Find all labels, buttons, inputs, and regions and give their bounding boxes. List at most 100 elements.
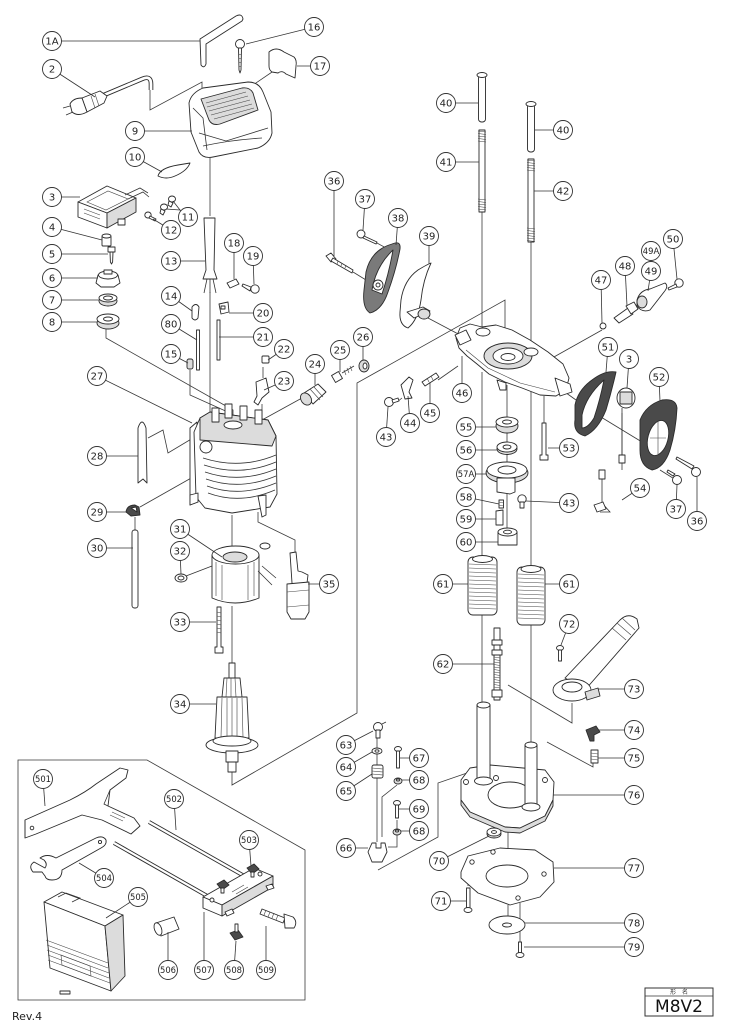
part-3-switch	[77, 185, 150, 229]
callout-label: 7	[49, 296, 55, 307]
callout-circle	[87, 538, 107, 558]
callout-label: 57A	[458, 469, 475, 479]
callout-label: 63	[340, 741, 353, 752]
assembly-lines	[105, 69, 677, 942]
callout-circle	[431, 891, 451, 911]
part-53-screw	[539, 422, 549, 461]
callout-67: 67	[400, 748, 429, 768]
callout-10: 10	[125, 147, 163, 173]
callout-label: 18	[228, 239, 241, 250]
part-29-clip	[125, 504, 141, 517]
callout-505: 505	[105, 887, 148, 919]
callout-circle	[170, 694, 190, 714]
callout-60: 60	[456, 532, 498, 552]
callout-label: 56	[460, 446, 473, 457]
callout-circle	[456, 509, 476, 529]
part-508-wing-screw	[229, 923, 244, 941]
callout-57a: 57A	[456, 464, 487, 484]
callout-label: 77	[628, 864, 641, 875]
part-60-nut	[497, 527, 518, 546]
part-15-set-screw	[186, 358, 194, 370]
part-30-rod	[131, 529, 139, 609]
callout-circle	[161, 314, 181, 334]
callout-33: 33	[170, 612, 216, 632]
part-506-collet	[153, 916, 180, 937]
part-43-screw-right	[517, 494, 527, 509]
part-31-stator	[185, 542, 277, 604]
callout-26: 26	[353, 327, 373, 360]
part-11-screws	[159, 195, 176, 216]
callout-circle	[436, 93, 456, 113]
callout-circle	[42, 312, 62, 332]
callout-circle	[125, 121, 145, 141]
callout-36: 36	[324, 171, 344, 256]
part-80-pin	[196, 329, 200, 371]
part-52-side-cover	[639, 399, 678, 471]
callout-circle	[353, 327, 373, 347]
callout-label: 508	[226, 965, 242, 975]
callout-11: 11	[165, 200, 198, 227]
callout-label: 55	[460, 423, 473, 434]
part-55-ball-bearing	[495, 416, 519, 434]
part-36-bolt-right	[675, 456, 701, 477]
part-22-screw	[261, 355, 270, 364]
callout-17: 17	[297, 56, 330, 76]
callout-3: 3	[42, 187, 80, 207]
callout-label: 26	[357, 333, 370, 344]
callout-27: 27	[87, 366, 193, 424]
callout-circle	[624, 748, 644, 768]
callout-54: 54	[621, 478, 650, 501]
callout-label: 31	[174, 525, 187, 536]
callout-44: 44	[400, 395, 420, 433]
callout-circle	[433, 574, 453, 594]
part-10-grip	[157, 162, 191, 179]
callout-circle	[94, 868, 114, 888]
callout-label: 49A	[643, 246, 660, 256]
callout-label: 8	[49, 318, 55, 329]
callout-circle	[409, 748, 429, 768]
callout-label: 33	[174, 618, 187, 629]
title-block: 形 名 M8V2	[644, 987, 714, 1017]
callout-circle	[630, 478, 650, 498]
callout-circle	[559, 493, 579, 513]
part-57a-bearing-holder	[485, 461, 529, 495]
callout-label: 48	[619, 262, 632, 273]
callout-45: 45	[420, 382, 440, 423]
callout-circle	[433, 654, 453, 674]
part-76-base	[460, 701, 555, 834]
callout-label: 80	[165, 320, 178, 331]
callout-label: 16	[308, 23, 321, 34]
callout-label: 24	[309, 360, 322, 371]
callout-65: 65	[336, 773, 373, 801]
callout-label: 52	[653, 373, 666, 384]
callout-68: 68	[401, 821, 429, 841]
part-2-power-cord	[62, 75, 154, 116]
callout-circle	[305, 354, 325, 374]
callout-circle	[419, 226, 439, 246]
callout-label: 20	[257, 309, 270, 320]
part-63-screw	[373, 721, 387, 739]
callout-label: 61	[437, 580, 450, 591]
part-61-dust-cover-right	[516, 565, 546, 626]
callout-64: 64	[336, 751, 373, 777]
callout-circle	[687, 511, 707, 531]
part-66-castle-nut	[367, 842, 388, 863]
callout-circle	[559, 614, 579, 634]
part-38-knob	[363, 242, 401, 314]
callout-label: 75	[628, 754, 641, 765]
part-27-motor-housing	[189, 403, 278, 518]
callout-circle	[170, 612, 190, 632]
callout-28: 28	[87, 446, 138, 466]
callout-label: 12	[165, 226, 178, 237]
callout-label: 67	[413, 754, 426, 765]
callout-circle	[624, 679, 644, 699]
callout-circle	[409, 799, 429, 819]
callout-5: 5	[42, 244, 108, 264]
callout-41: 41	[436, 152, 479, 172]
callout-22: 22	[267, 339, 294, 361]
part-12-screw	[144, 211, 157, 222]
callout-36: 36	[687, 477, 707, 531]
callout-6: 6	[42, 268, 98, 288]
callout-label: 37	[670, 505, 683, 516]
callout-label: 68	[413, 827, 426, 838]
